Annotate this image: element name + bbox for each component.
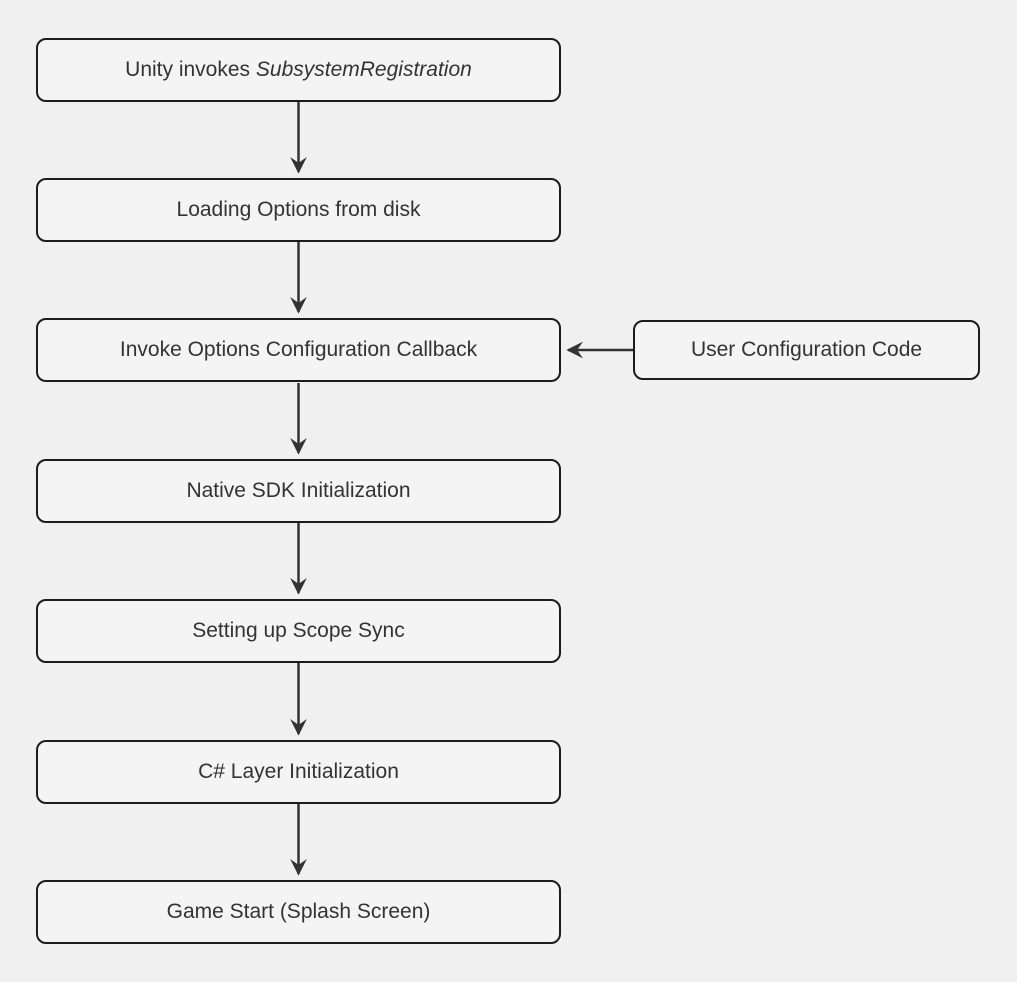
node-label: Unity invokes SubsystemRegistration (125, 58, 472, 82)
node-label: Game Start (Splash Screen) (166, 900, 431, 924)
node-label: Native SDK Initialization (186, 479, 411, 503)
node-unity-invokes-subsystemregistration: Unity invokes SubsystemRegistration (36, 38, 561, 102)
node-native-sdk-initialization: Native SDK Initialization (36, 459, 561, 523)
node-user-configuration-code: User Configuration Code (633, 320, 980, 380)
node-label: C# Layer Initialization (198, 760, 399, 784)
node-invoke-options-configuration-callback: Invoke Options Configuration Callback (36, 318, 561, 382)
node-csharp-layer-initialization: C# Layer Initialization (36, 740, 561, 804)
node-label: Loading Options from disk (176, 198, 421, 222)
node-loading-options-from-disk: Loading Options from disk (36, 178, 561, 242)
node-label: User Configuration Code (690, 338, 923, 362)
node-game-start-splash-screen: Game Start (Splash Screen) (36, 880, 561, 944)
node-setting-up-scope-sync: Setting up Scope Sync (36, 599, 561, 663)
italic-label-part: SubsystemRegistration (255, 58, 472, 82)
node-label: Setting up Scope Sync (192, 619, 405, 643)
node-label: Invoke Options Configuration Callback (119, 338, 478, 362)
